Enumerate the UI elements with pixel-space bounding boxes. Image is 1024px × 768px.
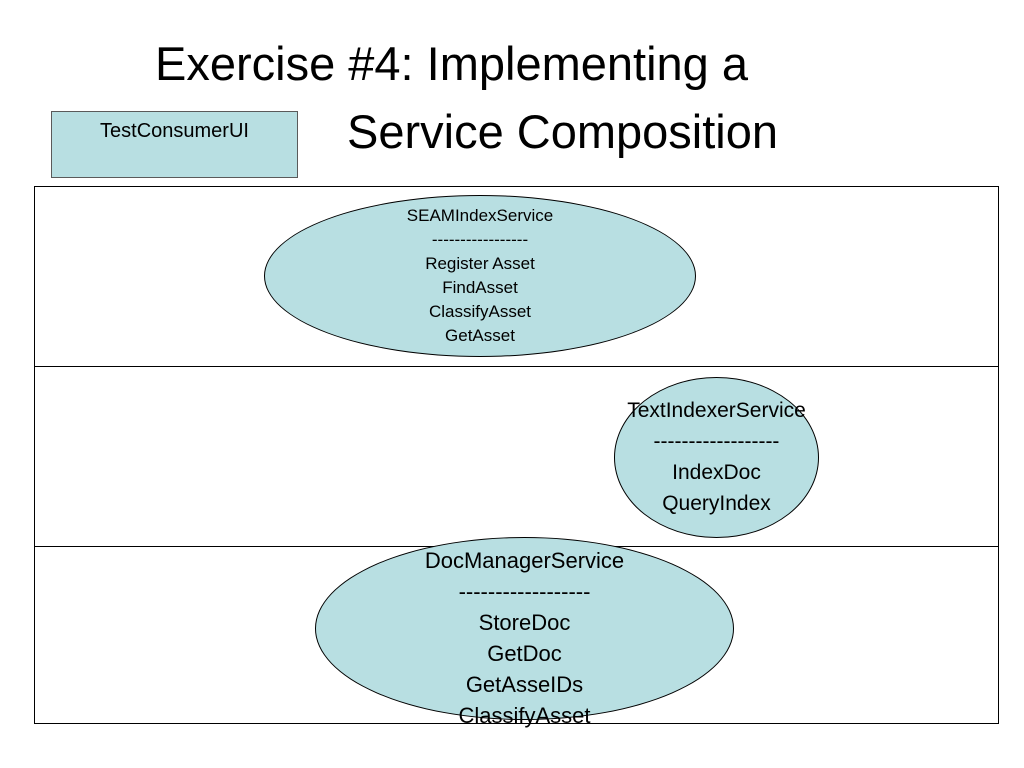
seam-index-service-divider: ----------------- bbox=[431, 230, 529, 249]
title-line-2: Service Composition bbox=[347, 105, 779, 158]
doc-manager-service-ellipse: DocManagerService ------------------ Sto… bbox=[315, 537, 734, 728]
seam-op-register-asset: Register Asset bbox=[425, 254, 535, 273]
text-indexer-op-index-doc: IndexDoc bbox=[672, 461, 761, 484]
doc-manager-op-store-doc: StoreDoc bbox=[478, 610, 571, 635]
test-consumer-ui-label: TestConsumerUI bbox=[100, 120, 249, 142]
text-indexer-service-ellipse: TextIndexerService ------------------ In… bbox=[614, 377, 819, 538]
doc-manager-op-classify-asset: ClassifyAsset bbox=[458, 703, 591, 728]
seam-op-get-asset: GetAsset bbox=[445, 326, 515, 345]
text-indexer-service-divider: ------------------ bbox=[653, 430, 780, 453]
title-line-1: Exercise #4: Implementing a bbox=[155, 37, 749, 90]
text-indexer-service-name: TextIndexerService bbox=[627, 399, 806, 422]
doc-manager-op-get-doc: GetDoc bbox=[487, 641, 562, 666]
seam-index-service-name: SEAMIndexService bbox=[406, 206, 554, 225]
layer-2 bbox=[34, 366, 999, 547]
test-consumer-ui-box: TestConsumerUI bbox=[51, 111, 298, 178]
text-indexer-op-query-index: QueryIndex bbox=[662, 492, 771, 515]
seam-index-service-ellipse: SEAMIndexService ----------------- Regis… bbox=[264, 195, 696, 357]
seam-op-find-asset: FindAsset bbox=[442, 278, 518, 297]
doc-manager-service-name: DocManagerService bbox=[424, 548, 625, 573]
seam-op-classify-asset: ClassifyAsset bbox=[428, 302, 532, 321]
doc-manager-op-get-asse-ids: GetAsseIDs bbox=[465, 672, 584, 697]
doc-manager-service-divider: ------------------ bbox=[458, 579, 591, 604]
